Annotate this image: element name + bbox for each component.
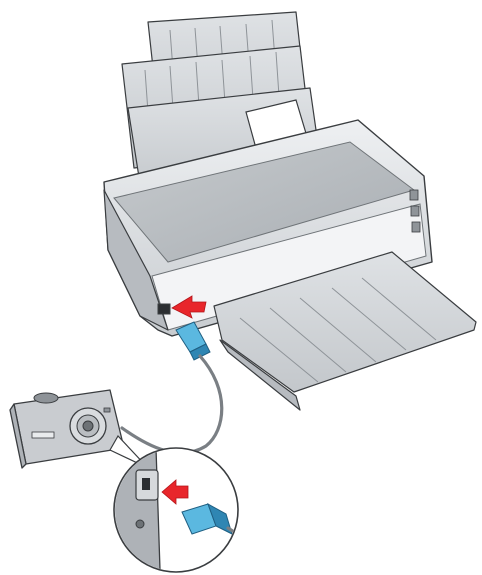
magnifier-inset-icon <box>109 434 239 573</box>
output-tray <box>213 251 477 393</box>
control-button <box>411 221 421 233</box>
control-button <box>410 205 420 217</box>
usb-cable <box>120 354 224 455</box>
printer-left-side <box>103 189 169 331</box>
printer-icon <box>103 11 477 411</box>
usb-plug-icon <box>175 321 211 361</box>
control-button <box>409 189 419 201</box>
arrow-right-icon <box>171 295 207 319</box>
printer-usb-port <box>157 303 171 315</box>
camera-icon <box>9 389 125 469</box>
